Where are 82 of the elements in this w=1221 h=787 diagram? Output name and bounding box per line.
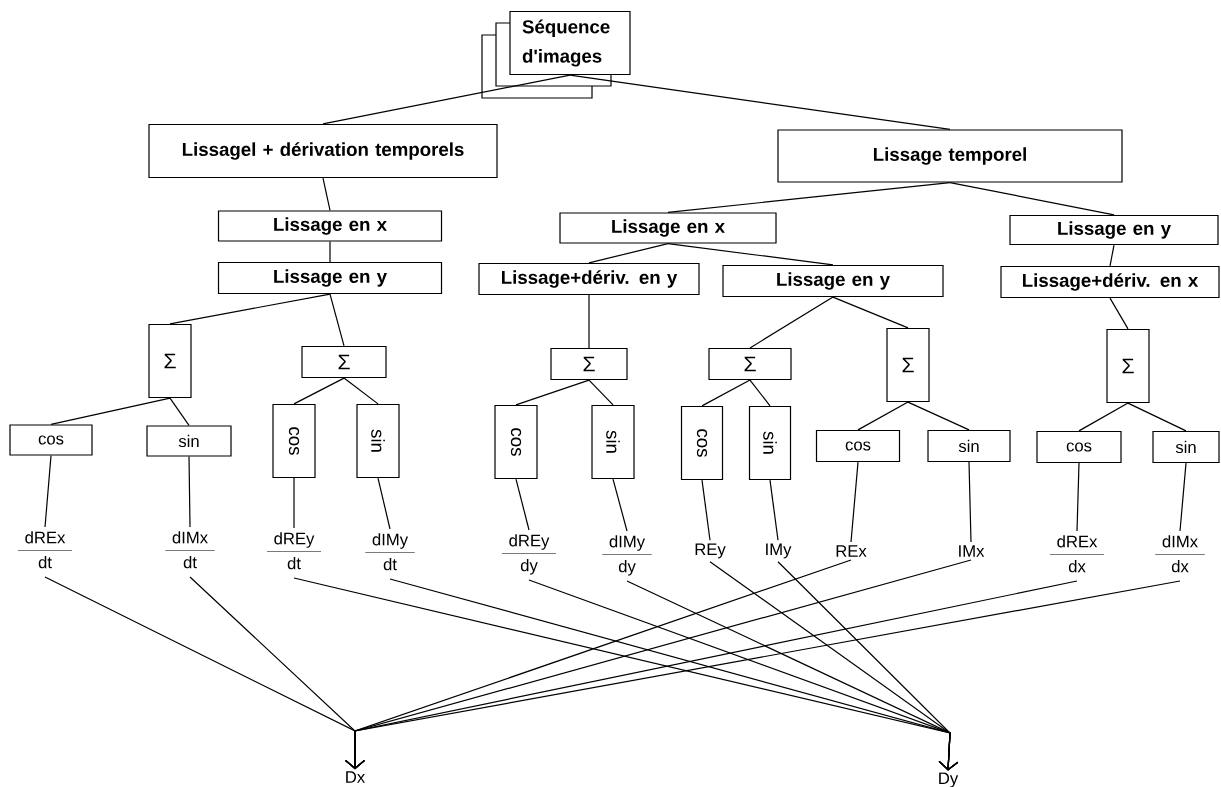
connector-line (293, 377, 345, 405)
sum-box: Σ (708, 347, 792, 381)
function-box: cos (494, 404, 538, 480)
fraction-label: dIMy dy (602, 535, 652, 576)
connector-line (588, 243, 669, 264)
function-box: sin (927, 429, 1011, 463)
connector-line (749, 296, 834, 349)
function-box: sin (748, 405, 792, 481)
fraction-label: dREx dt (17, 531, 73, 569)
connector-line (1127, 402, 1187, 432)
connector-line (1078, 402, 1129, 432)
sum-box: Σ (148, 323, 192, 399)
fraction-label: dREy dt (266, 532, 322, 570)
connector-line (322, 177, 331, 211)
connector-line (329, 241, 331, 263)
connector-line (968, 461, 972, 543)
output-label: Dy (939, 772, 959, 787)
fraction-label: dIMx dt (165, 531, 215, 569)
connector-line (857, 401, 909, 431)
connector-line (169, 397, 190, 426)
process-box: Lissage+dériv. en y (478, 262, 700, 296)
process-box: Lissage en y (217, 261, 443, 295)
connector-line (949, 182, 1115, 216)
connector-line (569, 74, 951, 130)
connector-line (44, 455, 52, 528)
connector-line (907, 401, 970, 431)
function-box: cos (9, 424, 93, 456)
connector-line (588, 379, 614, 406)
connector-line (515, 478, 530, 531)
connector-line (377, 477, 391, 530)
function-box: cos (1036, 430, 1122, 464)
variable-label: IMy (766, 543, 792, 559)
process-box: Lissage en y (1009, 214, 1219, 246)
arrow (777, 561, 959, 771)
connector-line (329, 293, 345, 347)
connector-line (749, 379, 771, 407)
connector-line (1076, 462, 1080, 532)
function-box: sin (356, 403, 400, 479)
connector-line (1109, 244, 1115, 267)
function-box: cos (815, 429, 901, 463)
connector-line (612, 478, 628, 532)
connector-line (188, 456, 191, 528)
connector-line (832, 296, 909, 329)
connector-line (667, 182, 951, 213)
fraction-label: dIMy dt (365, 533, 415, 571)
connector-line (667, 243, 834, 266)
function-box: sin (1152, 430, 1220, 464)
connector-line (769, 479, 779, 541)
process-box: Lissage en y (722, 264, 944, 298)
sum-box: Σ (301, 345, 387, 379)
variable-label: IMx (959, 545, 985, 557)
connector-line (293, 477, 295, 529)
fraction-label: dREx dx (1049, 535, 1105, 573)
connector-line (701, 479, 711, 541)
connector-line (1179, 462, 1187, 532)
fraction-label: dIMx dx (1155, 535, 1205, 573)
image-stack-box: Séquence d'images (481, 10, 631, 99)
function-box: cos (272, 403, 316, 479)
connector-line (850, 461, 859, 543)
process-box: Lissage en x (217, 210, 443, 242)
connector-line (322, 74, 571, 125)
connector-line (515, 379, 590, 406)
sum-box: Σ (550, 347, 628, 381)
connector-line (50, 397, 171, 425)
variable-label: REy (695, 543, 726, 559)
connector-line (1109, 297, 1129, 330)
sum-box: Σ (886, 327, 930, 403)
connector-line (701, 379, 751, 407)
sum-box: Σ (1106, 328, 1150, 404)
function-box: cos (680, 405, 724, 481)
process-box: Lissagel + dérivation temporels (148, 123, 498, 179)
process-box: Lissage en x (559, 212, 777, 244)
connector-line (343, 377, 379, 405)
process-box: Lissage+dériv. en x (1000, 265, 1220, 299)
function-box: sin (146, 425, 232, 457)
variable-label: REx (836, 545, 867, 557)
connector-line (588, 294, 590, 349)
process-box: Lissage temporel (777, 129, 1123, 183)
connector-line (169, 293, 331, 325)
function-box: sin (591, 404, 635, 480)
output-label: Dx (346, 771, 365, 783)
fraction-label: dREy dy (501, 534, 557, 575)
